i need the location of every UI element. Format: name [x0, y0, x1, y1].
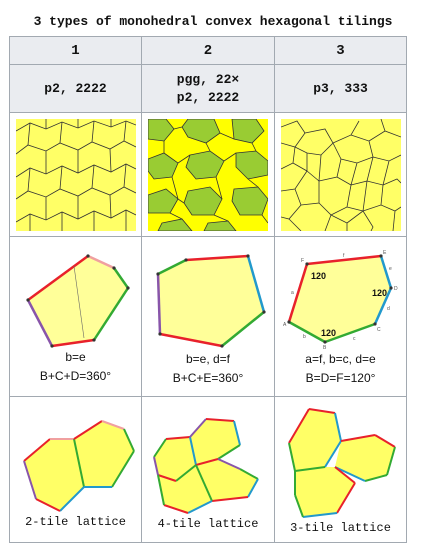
lattice-cell-2: 4-tile lattice	[141, 396, 275, 543]
side-label: a	[291, 290, 294, 296]
prototile-cell-2: b=e, d=f B+C+E=360°	[141, 236, 275, 397]
vertex-label: C	[377, 327, 381, 333]
prototile-cell-3: 120 120 120 A B C D E F a b c d e f	[274, 236, 407, 397]
tiling-3-image	[280, 118, 401, 231]
tiling-1-image	[15, 118, 136, 231]
prototile-2-diagram	[156, 253, 266, 348]
type-number-3: 3	[274, 36, 407, 65]
lattice-row: 2-tile lattice	[9, 396, 407, 543]
lattice-label: 4-tile lattice	[157, 516, 259, 531]
condition-line: a=f, b=c, d=e	[305, 351, 376, 366]
vertex-label: B	[323, 345, 327, 350]
angle-label-d: 120	[372, 288, 387, 298]
angle-label-f: 120	[311, 271, 326, 281]
condition-line: B+C+E=360°	[172, 370, 244, 385]
number-row: 1 2 3	[9, 36, 407, 65]
symmetry-group-row: p2, 2222 pgg, 22× p2, 2222 p3, 333	[9, 64, 407, 113]
group-line: p2, 2222	[44, 80, 107, 96]
vertex-label: F	[301, 258, 304, 264]
tiling-image-row	[9, 112, 407, 237]
side-label: f	[343, 253, 345, 259]
lattice-cell-1: 2-tile lattice	[9, 396, 142, 543]
vertex-label: E	[383, 250, 387, 256]
lattice-2-diagram	[153, 417, 259, 514]
vertex-label: D	[394, 286, 398, 292]
hexagon-tilings-table: 1 2 3 p2, 2222 pgg, 22× p2, 2222 p3, 333	[9, 36, 407, 543]
type-number-2: 2	[141, 36, 275, 65]
side-label: b	[303, 334, 306, 340]
tiling-cell-3	[274, 112, 407, 237]
lattice-label: 2-tile lattice	[25, 514, 126, 529]
prototile-row: b=e B+C+D=360° b=e, d=f B+C+E=360°	[9, 236, 407, 397]
lattice-label: 3-tile lattice	[290, 520, 391, 535]
prototile-3-diagram: 120 120 120 A B C D E F a b c d e f	[283, 250, 398, 350]
group-line: pgg, 22×	[176, 71, 240, 87]
condition-line: b=e, d=f	[185, 351, 231, 366]
side-label: c	[353, 336, 356, 342]
tiling-cell-1	[9, 112, 142, 237]
prototile-cell-1: b=e B+C+D=360°	[9, 236, 142, 397]
angle-label-b: 120	[321, 328, 336, 338]
symmetry-group-2: pgg, 22× p2, 2222	[141, 64, 275, 113]
condition-line: b=e	[65, 349, 86, 364]
condition-line: B+C+D=360°	[39, 368, 112, 383]
group-line: p2, 2222	[176, 89, 240, 105]
symmetry-group-1: p2, 2222	[9, 64, 142, 113]
lattice-cell-3: 3-tile lattice	[274, 396, 407, 543]
vertex-label: A	[283, 322, 287, 328]
tiling-cell-2	[141, 112, 275, 237]
group-line: p3, 333	[313, 80, 368, 96]
type-number-1: 1	[9, 36, 142, 65]
prototile-1-diagram	[25, 253, 130, 348]
lattice-3-diagram	[287, 407, 396, 518]
side-label: d	[387, 306, 390, 312]
side-label: e	[389, 266, 392, 272]
symmetry-group-3: p3, 333	[274, 64, 407, 113]
lattice-1-diagram	[22, 419, 135, 512]
tiling-2-image	[148, 118, 268, 231]
condition-line: B=D=F=120°	[305, 370, 376, 385]
table-caption: 3 types of monohedral convex hexagonal t…	[33, 14, 393, 29]
